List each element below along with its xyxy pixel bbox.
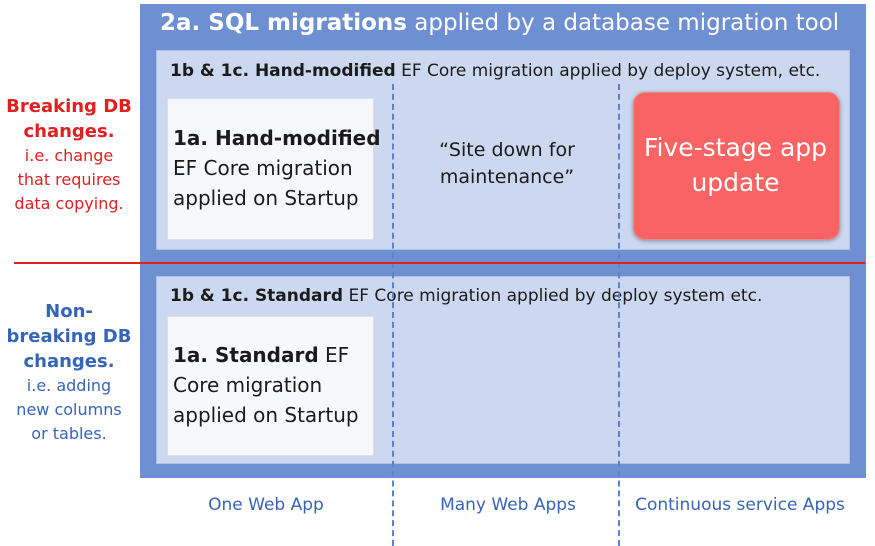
five-stage-update-text: Five-stage app update — [633, 130, 838, 200]
standard-deploy-heading: 1b & 1c. Standard EF Core migration appl… — [170, 286, 762, 306]
standard-startup-bold: 1a. Standard — [173, 343, 319, 367]
breaking-title-line2: changes. — [23, 121, 115, 142]
five-stage-update-box — [633, 92, 840, 240]
non-breaking-changes-label: Non- breaking DB changes. i.e. adding ne… — [4, 299, 134, 446]
breaking-divider-line — [14, 262, 865, 264]
migration-tool-title-bold: 2a. SQL migrations — [160, 10, 407, 36]
column-label-many-web-apps: Many Web Apps — [440, 495, 576, 515]
breaking-sub-line2: that requires — [17, 170, 121, 189]
breaking-sub-line1: i.e. change — [24, 146, 114, 165]
non-breaking-title-line3: changes. — [23, 351, 115, 372]
site-down-line1: “Site down for — [439, 139, 575, 161]
hand-modified-deploy-heading-rest: EF Core migration applied by deploy syst… — [395, 61, 821, 81]
standard-deploy-heading-bold: 1b & 1c. Standard — [170, 286, 344, 306]
column-divider-2 — [618, 84, 620, 546]
standard-startup-text: 1a. Standard EF Core migration applied o… — [173, 340, 359, 430]
standard-startup-line2: Core migration — [173, 373, 323, 397]
column-divider-1 — [392, 84, 394, 546]
migration-tool-title-rest: applied by a database migration tool — [406, 10, 840, 36]
standard-startup-line3: applied on Startup — [173, 403, 359, 427]
standard-deploy-heading-rest: EF Core migration applied by deploy syst… — [343, 286, 763, 306]
non-breaking-title-line1: Non- — [45, 301, 93, 322]
breaking-changes-label: Breaking DB changes. i.e. change that re… — [4, 94, 134, 216]
non-breaking-sub-line3: or tables. — [31, 424, 107, 443]
non-breaking-sub-line2: new columns — [16, 400, 122, 419]
breaking-title-line1: Breaking DB — [6, 96, 132, 117]
standard-startup-box — [167, 316, 374, 456]
hand-modified-startup-text: 1a. Hand-modified EF Core migration appl… — [173, 123, 381, 213]
site-down-text: “Site down for maintenance” — [422, 137, 592, 191]
column-label-continuous-service-apps: Continuous service Apps — [635, 495, 845, 515]
breaking-sub-line3: data copying. — [14, 194, 124, 213]
hand-modified-startup-line2: EF Core migration — [173, 156, 353, 180]
five-stage-line2: update — [691, 168, 780, 197]
hand-modified-startup-line3: applied on Startup — [173, 186, 359, 210]
hand-modified-startup-box — [167, 98, 374, 240]
five-stage-line1: Five-stage app — [643, 133, 828, 162]
site-down-line2: maintenance” — [439, 166, 575, 188]
standard-startup-line1-rest: EF — [318, 343, 350, 367]
hand-modified-deploy-heading-bold: 1b & 1c. Hand-modified — [170, 61, 396, 81]
hand-modified-deploy-heading: 1b & 1c. Hand-modified EF Core migration… — [170, 61, 820, 81]
non-breaking-sub-line1: i.e. adding — [26, 376, 112, 395]
hand-modified-startup-bold: 1a. Hand-modified — [173, 126, 381, 150]
non-breaking-title-line2: breaking DB — [6, 326, 132, 347]
migration-tool-title: 2a. SQL migrations applied by a database… — [160, 10, 839, 36]
column-label-one-web-app: One Web App — [208, 495, 324, 515]
